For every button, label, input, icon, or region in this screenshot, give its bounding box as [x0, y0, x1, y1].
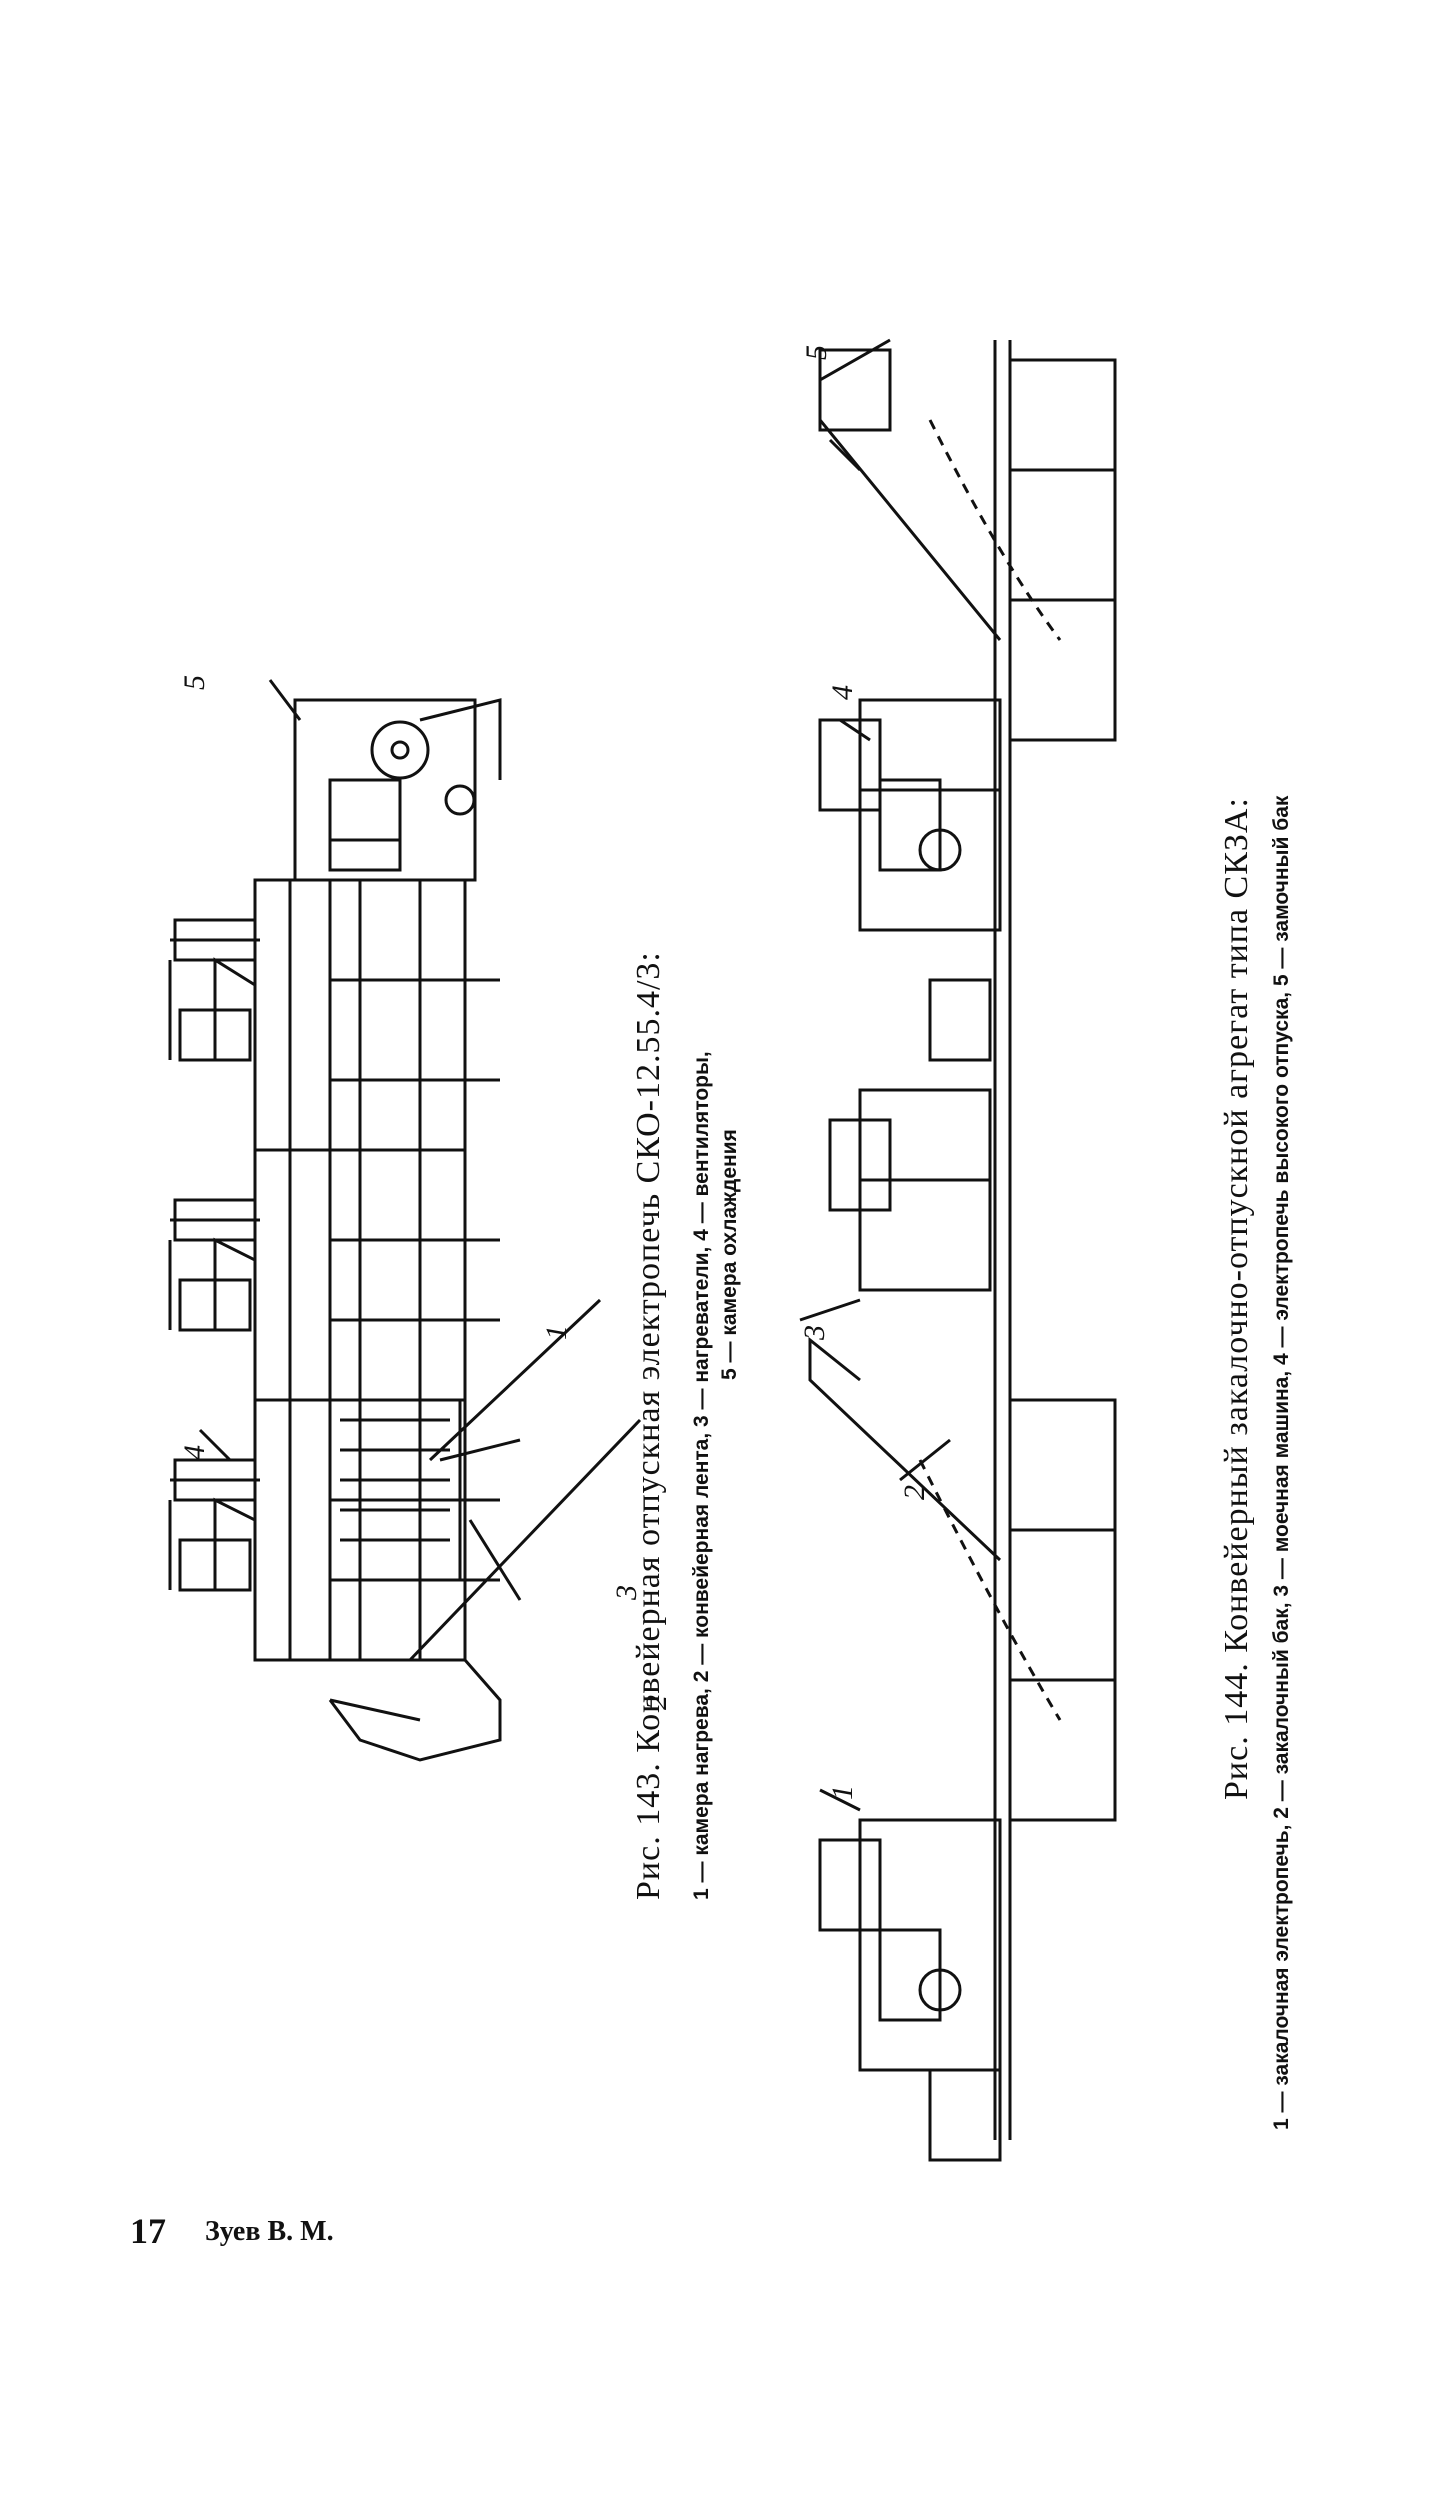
fig144-callout-2: 2: [898, 1485, 931, 1500]
page-number: 17: [130, 2211, 166, 2251]
fig143-legend-line2: 5 — камера охлаждения: [718, 1129, 741, 1380]
fig144-callout-5: 5: [800, 345, 833, 360]
fig143-callout-1: 1: [540, 1325, 573, 1340]
fig143-callout-4: 4: [178, 1445, 211, 1460]
fig143-legend-line1: 1 — камера нагрева, 2 — конвейерная лент…: [690, 1051, 713, 1900]
author-signature: Зуев В. М.: [205, 2216, 334, 2247]
fig144-callout-1: 1: [826, 1785, 859, 1800]
fig144-callout-4: 4: [826, 685, 859, 700]
fig144-callout-3: 3: [798, 1325, 831, 1340]
fig144-caption-title: Рис. 144. Конвейерный закалочно-отпускно…: [1218, 797, 1255, 1800]
fig143-caption-title: Рис. 143. Конвейерная отпускная электроп…: [630, 951, 667, 1900]
fig144-legend-line: 1 — закалочная электропечь, 2 — закалочн…: [1270, 795, 1293, 2130]
fig143-callout-5: 5: [178, 675, 211, 690]
